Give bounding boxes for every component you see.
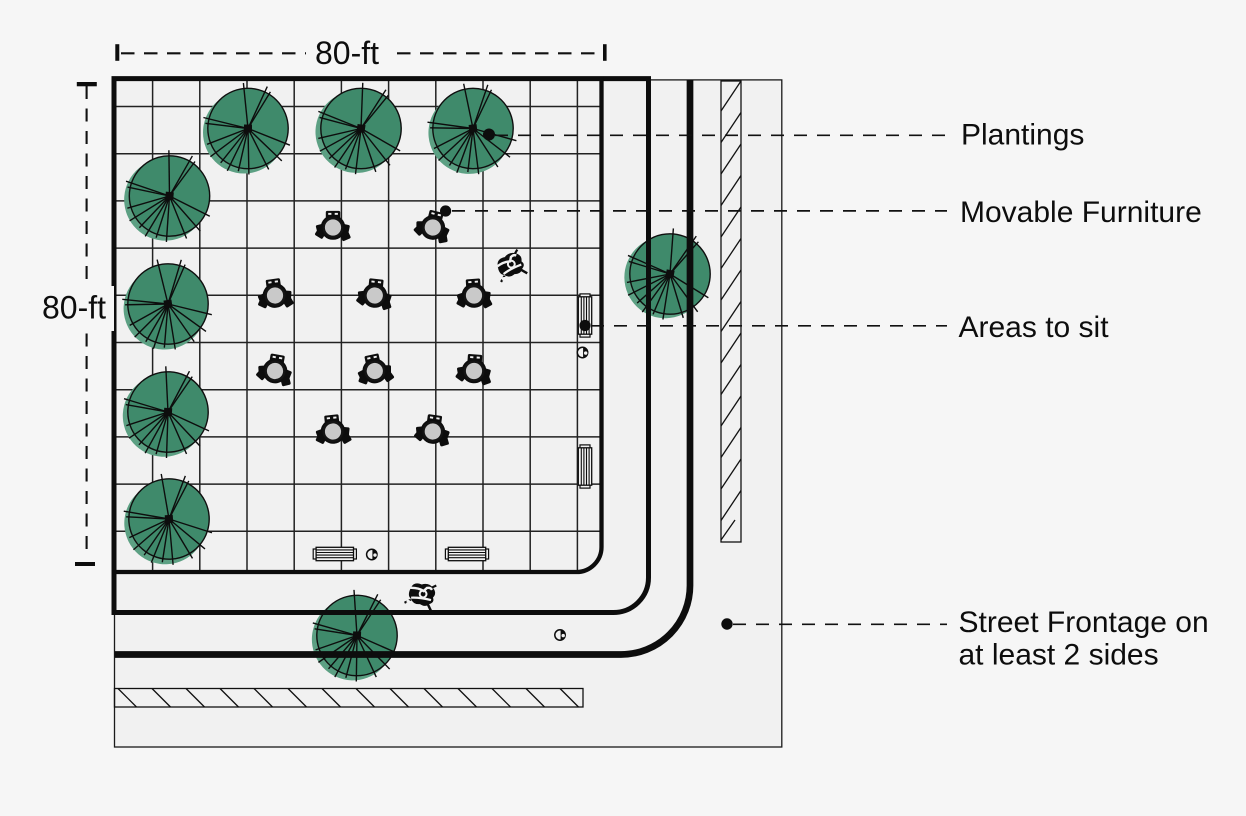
svg-text:Street Frontage on: Street Frontage on [959,606,1209,639]
svg-text:80-ft: 80-ft [42,290,106,326]
svg-text:Areas to sit: Areas to sit [959,311,1110,344]
svg-text:Plantings: Plantings [961,119,1084,152]
svg-text:Movable Furniture: Movable Furniture [960,196,1202,229]
svg-text:at least 2 sides: at least 2 sides [959,639,1159,672]
svg-text:80-ft: 80-ft [315,35,379,71]
